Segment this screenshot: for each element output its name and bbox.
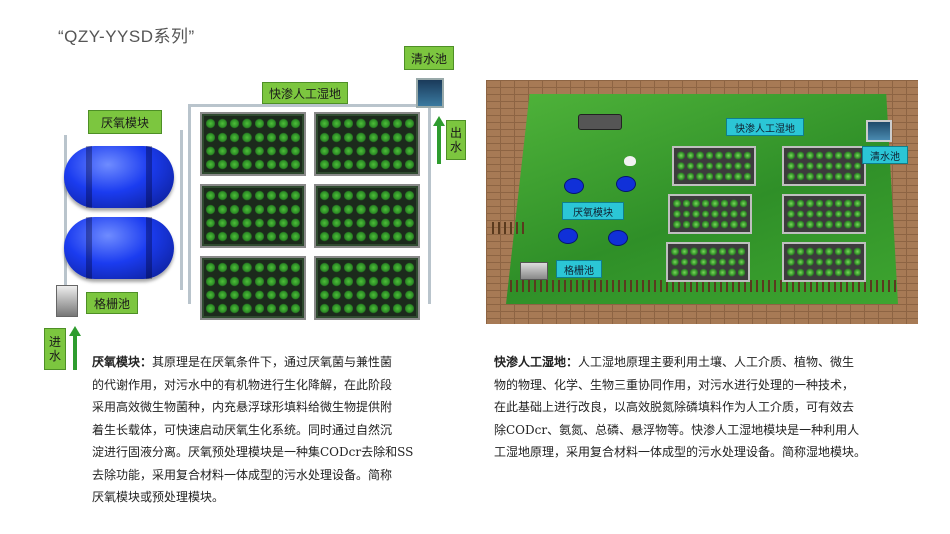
site-grid-pool-icon [520,262,548,280]
tank-pipe [180,130,183,290]
text-line: 工湿地原理，采用复合材料一体成型的污水处理设备。简称湿地模块。 [494,445,867,459]
text-line: 除CODcr、氨氮、总磷、悬浮物等。快渗人工湿地模块是一种利用人 [494,422,860,437]
outlet-label: 出 水 [446,120,466,160]
control-box [578,114,622,130]
site-grid-pool-label: 格栅池 [556,260,602,278]
site-anaerobic-label: 厌氧模块 [562,202,624,220]
clear-pool-icon [416,78,444,108]
inlet-pipe [64,135,67,285]
site-clear-pool-icon [866,120,892,142]
outlet-pipe [428,104,431,304]
text-line: 快渗人工湿地：人工湿地原理主要利用土壤、人工介质、植物、微生 [494,355,855,369]
wetland-bed [200,184,306,248]
anaerobic-tank-top-icon [564,178,584,194]
site-wetland-bed [672,146,756,186]
bird-icon [624,156,636,166]
outlet-label-char: 水 [449,140,462,154]
inlet-label-char: 进 [48,335,61,349]
text-line: 着生长载体，可快速启动厌氧生化系统。同时通过自然沉 [92,422,393,437]
site-wetland-bed [782,146,866,186]
anaerobic-tank-top-icon [616,176,636,192]
clear-pool-label: 清水池 [404,46,454,70]
wetland-bed [200,256,306,320]
grid-pool-label: 格栅池 [86,292,138,314]
wetland-feed-pipe [188,104,438,107]
wetland-riser-pipe [188,104,191,304]
text-line: 厌氧模块或预处理模块。 [92,490,225,504]
site-wetland-bed [782,242,866,282]
wetland-heading: 快渗人工湿地： [494,355,579,369]
anaerobic-module-label: 厌氧模块 [88,110,162,134]
wetland-label: 快渗人工湿地 [262,82,348,104]
site-wetland-bed [666,242,750,282]
grid-pool-icon [56,285,78,317]
fence [510,280,900,292]
anaerobic-tank-lower [64,217,174,279]
page-title: “QZY-YYSD系列” [58,27,195,46]
anaerobic-tank-top-icon [558,228,578,244]
wetland-bed [314,256,420,320]
inlet-arrow-icon [69,326,81,336]
anaerobic-tank-top-icon [608,230,628,246]
anaerobic-description: 厌氧模块：其原理是在厌氧条件下，通过厌氧菌与兼性菌 的代谢作用，对污水中的有机物… [92,351,482,509]
inlet-label-char: 水 [48,349,61,363]
fence [492,222,528,234]
text-line: 淀进行固液分离。厌氧预处理模块是一种集CODcr去除和SS [92,445,414,459]
outlet-label-char: 出 [449,126,462,140]
text-line: 采用高效微生物菌种，内充悬浮球形填料给微生物提供附 [92,400,393,414]
wetland-bed [314,112,420,176]
site-illustration: 快渗人工湿地 清水池 厌氧模块 格栅池 [486,80,918,324]
wetland-description: 快渗人工湿地：人工湿地原理主要利用土壤、人工介质、植物、微生 物的物理、化学、生… [494,351,934,464]
inlet-label: 进 水 [44,328,66,370]
text-line: 厌氧模块：其原理是在厌氧条件下，通过厌氧菌与兼性菌 [92,355,393,369]
inlet-arrow-shaft [73,334,77,370]
site-wetland-bed [668,194,752,234]
anaerobic-tank-upper [64,146,174,208]
outlet-arrow-icon [433,116,445,126]
wetland-bed [314,184,420,248]
text-line: 去除功能，采用复合材料一体成型的污水处理设备。简称 [92,467,393,482]
outlet-arrow-shaft [437,124,441,164]
anaerobic-heading: 厌氧模块： [92,355,153,369]
site-wetland-label: 快渗人工湿地 [726,118,804,136]
text-line: 的代谢作用，对污水中的有机物进行生化降解，在此阶段 [92,377,393,392]
wetland-bed [200,112,306,176]
site-wetland-bed [782,194,866,234]
text-line: 在此基础上进行改良，以高效脱氮除磷填料作为人工介质，可有效去 [494,400,855,414]
text-line: 物的物理、化学、生物三重协同作用，对污水进行处理的一种技术， [494,377,855,392]
site-clear-pool-label: 清水池 [862,146,908,164]
